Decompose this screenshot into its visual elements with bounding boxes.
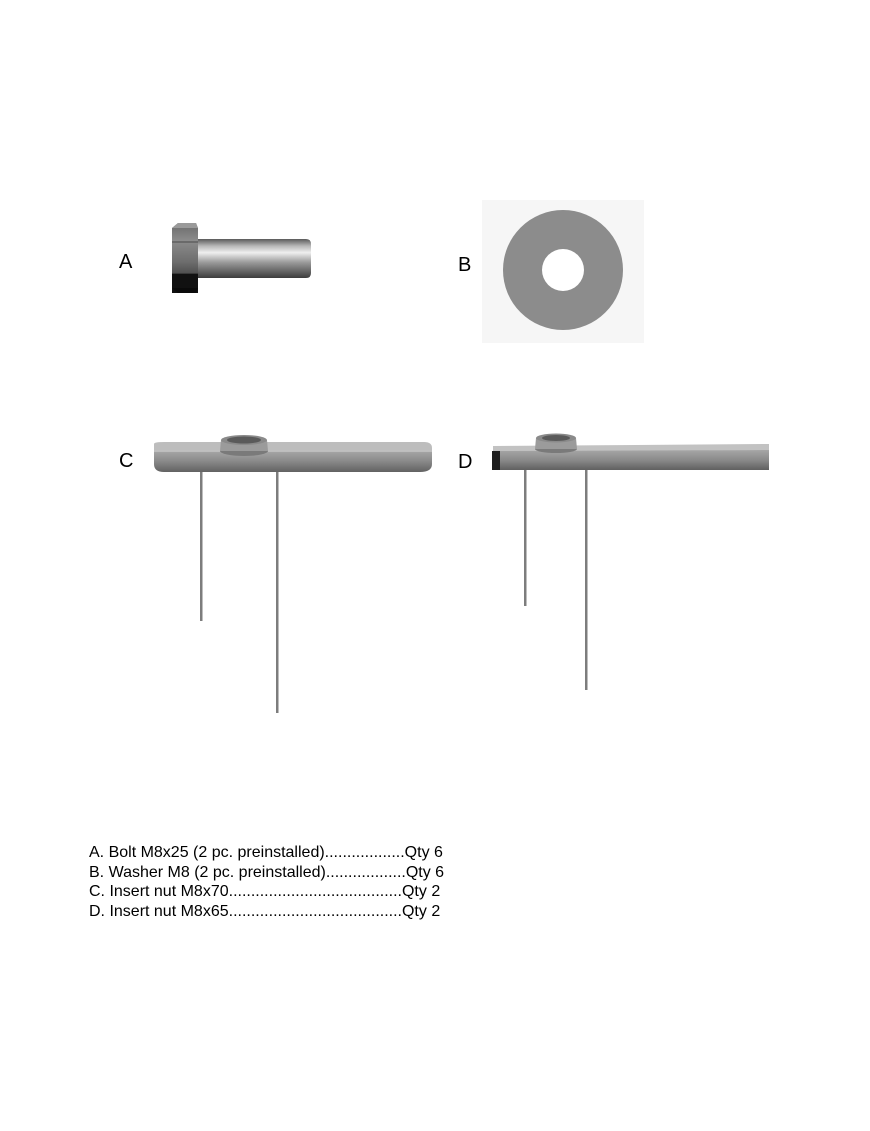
parts-list-item-d: D. Insert nut M8x65.....................… — [89, 902, 441, 920]
label-a: A — [119, 251, 133, 273]
label-d: D — [458, 451, 473, 473]
label-c: C — [119, 450, 134, 472]
hex-bolt-icon — [168, 222, 318, 297]
washer-icon — [482, 200, 644, 343]
insert-nut-long-icon — [148, 430, 438, 715]
label-b: B — [458, 254, 472, 276]
parts-list-item-a: A. Bolt M8x25 (2 pc. preinstalled)......… — [89, 844, 443, 861]
parts-list-item-c: C. Insert nut M8x70.....................… — [89, 883, 441, 900]
parts-list: A. Bolt M8x25 (2 pc. preinstalled)......… — [89, 843, 469, 921]
parts-list-item-b: B. Washer M8 (2 pc. preinstalled).......… — [89, 863, 445, 881]
insert-nut-short-icon — [490, 430, 770, 692]
